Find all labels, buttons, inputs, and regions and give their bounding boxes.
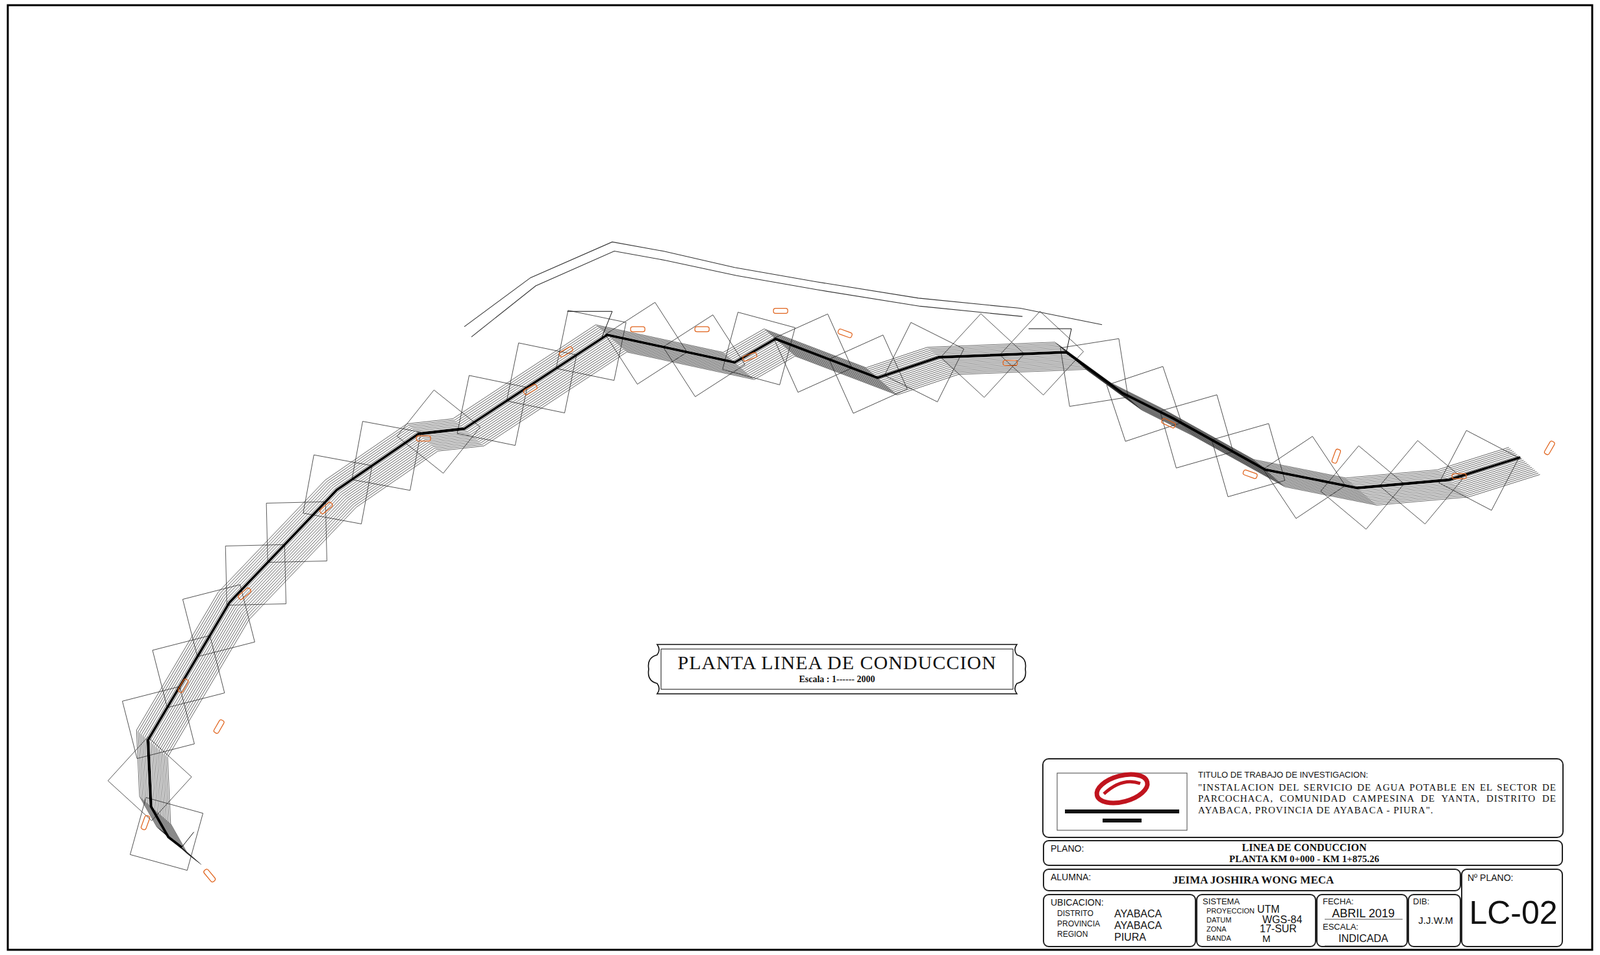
- title-block-text: ABRIL 2019: [1317, 906, 1410, 921]
- contour-line: [142, 330, 1516, 843]
- contour-line: [161, 346, 1534, 859]
- title-block-text: JEIMA JOSHIRA WONG MECA: [1044, 873, 1463, 887]
- title-block-text: DATUM: [1206, 915, 1232, 925]
- title-block-text: BANDA: [1206, 933, 1232, 943]
- location-cell: UBICACION:DISTRITOPROVINCIAREGION AYABACA…: [1042, 893, 1197, 947]
- title-block-text: DISTRITO: [1057, 909, 1094, 919]
- title-block-text: "INSTALACION DEL SERVICIO DE AGUA POTABL…: [1198, 781, 1557, 816]
- title-block-text: PROYECCION: [1206, 906, 1255, 915]
- sheet-border: [7, 5, 1593, 950]
- contour-line: [154, 340, 1528, 853]
- title-block-text: SISTEMA: [1202, 896, 1240, 907]
- title-block-text: PLANTA LINEA DE CONDUCCION: [662, 651, 1012, 675]
- title-block-text: REGION: [1057, 929, 1088, 939]
- title-block-text: ESCALA:: [1322, 922, 1359, 932]
- author-cell: ALUMNA:JEIMA JOSHIRA WONG MECA: [1042, 868, 1462, 891]
- title-block-text: UBICACION:: [1050, 896, 1104, 908]
- sheet-number-cell: Nº PLANO: LC-02: [1461, 868, 1563, 947]
- conduction-line: [148, 334, 1521, 847]
- boundary-line: [471, 251, 1023, 338]
- contour-line: [144, 331, 1518, 845]
- title-cartouche-frame: [648, 644, 1026, 694]
- title-block-text: TITULO DE TRABAJO DE INVESTIGACION:: [1198, 770, 1369, 780]
- title-block-header: TITULO DE TRABAJO DE INVESTIGACION:"INST…: [1042, 758, 1563, 838]
- system-cell: SISTEMAPROYECCIONUTMDATUMWGS-84ZONA17-SU…: [1196, 893, 1317, 947]
- contour-line: [139, 327, 1513, 840]
- title-block-text: J.J.W.M: [1409, 914, 1463, 926]
- contour-line: [159, 344, 1532, 858]
- title-block-text: DIB:: [1412, 896, 1430, 907]
- boundary-line: [464, 241, 1102, 326]
- contour-line: [138, 325, 1512, 839]
- title-block-text: INDICADA: [1317, 932, 1410, 945]
- contour-line: [149, 336, 1523, 849]
- drawn-by-cell: DIB: J.J.W.M: [1407, 893, 1462, 947]
- contour-line: [146, 333, 1519, 846]
- title-block-text: PLANTA KM 0+000 - KM 1+875.26: [1044, 853, 1565, 865]
- contour-line: [152, 338, 1526, 852]
- title-block-text: Nº PLANO:: [1467, 872, 1513, 883]
- title-block-text: PLANO:: [1050, 842, 1084, 854]
- title-block-text: LINEA DE CONDUCCION: [1044, 841, 1565, 854]
- title-block-text: UTM: [1257, 903, 1280, 915]
- title-block-text: PROVINCIA: [1057, 919, 1100, 929]
- drawing-title-cartouche: PLANTA LINEA DE CONDUCCIONEscala : 1----…: [662, 649, 1012, 689]
- title-block-text: PIURA: [1114, 931, 1147, 943]
- contour-line: [136, 324, 1510, 838]
- title-block-text: ZONA: [1206, 924, 1227, 934]
- title-block-text: AYABACA: [1114, 907, 1162, 920]
- title-block-text: Escala : 1------ 2000: [662, 674, 1012, 685]
- date-scale-cell: FECHA:ABRIL 2019ESCALA:INDICADA: [1316, 893, 1408, 947]
- title-block-text: ALUMNA:: [1050, 871, 1091, 882]
- contour-line: [151, 337, 1525, 850]
- university-logo: [1057, 768, 1188, 830]
- title-block-text: M: [1262, 932, 1271, 944]
- contour-line: [155, 341, 1529, 854]
- leader-marks: [181, 311, 1072, 847]
- title-block-text: FECHA:: [1322, 896, 1354, 907]
- title-block-text: LC-02: [1462, 894, 1565, 932]
- title-block-text: AYABACA: [1114, 919, 1162, 932]
- contour-line: [141, 329, 1515, 842]
- plan-name-cell: PLANO:LINEA DE CONDUCCIONPLANTA KM 0+000…: [1042, 839, 1563, 866]
- contour-line: [157, 343, 1531, 856]
